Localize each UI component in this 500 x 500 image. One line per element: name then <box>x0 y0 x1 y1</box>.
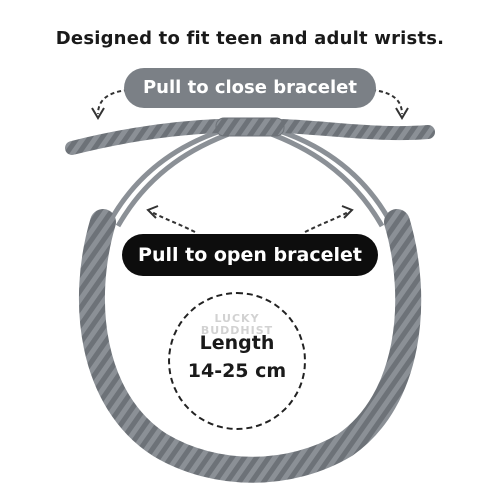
sliding-knot <box>215 117 285 137</box>
pull-to-open-label: Pull to open bracelet <box>122 234 378 276</box>
pull-to-close-label: Pull to close bracelet <box>124 68 376 108</box>
cord-right-inner <box>265 129 385 228</box>
tail-right <box>275 119 435 141</box>
length-badge: LUCKY BUDDHIST Length 14-25 cm <box>168 292 306 430</box>
pull-open-arrow-left <box>146 205 196 233</box>
braided-band <box>78 209 422 483</box>
headline: Designed to fit teen and adult wrists. <box>55 28 445 49</box>
pull-close-arrow-left <box>91 89 129 120</box>
tail-left <box>65 119 225 155</box>
length-value: 14-25 cm <box>187 360 287 382</box>
length-label: Length <box>199 332 275 354</box>
watermark-line-2: BUDDHIST <box>200 324 274 337</box>
cord-left-inner <box>115 129 235 228</box>
watermark-line-1: LUCKY <box>214 312 260 325</box>
pull-close-arrow-right <box>371 89 409 120</box>
pull-open-arrow-right <box>304 205 354 233</box>
